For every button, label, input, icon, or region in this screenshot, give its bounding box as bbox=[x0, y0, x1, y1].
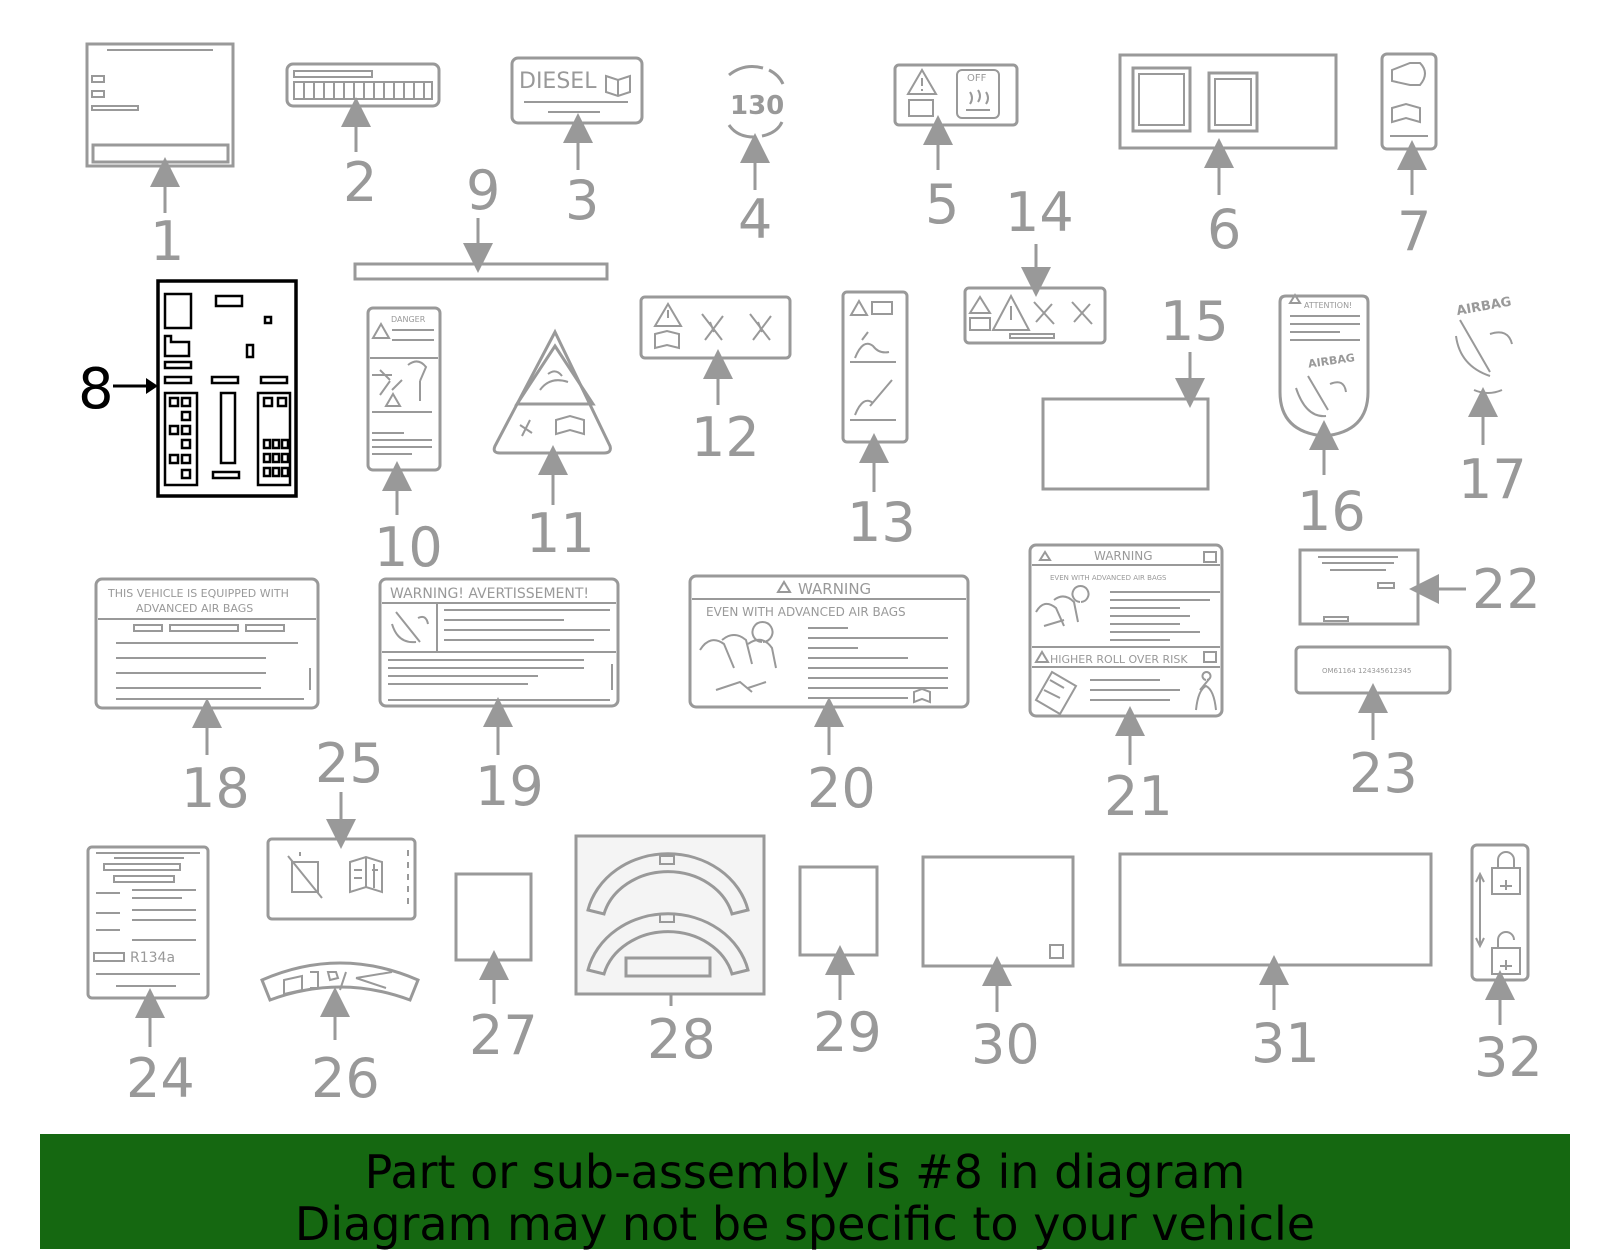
callout-10: 10 bbox=[374, 516, 443, 579]
label-2-illustration bbox=[285, 62, 441, 152]
off-text: OFF bbox=[967, 73, 987, 84]
callout-6: 6 bbox=[1207, 198, 1241, 261]
label-23-illustration: OM61164 124345612345 bbox=[1294, 645, 1452, 740]
callout-29: 29 bbox=[813, 1001, 882, 1064]
label-25-illustration bbox=[266, 792, 417, 921]
label-4-illustration: 130 bbox=[727, 65, 785, 190]
label-12-illustration bbox=[639, 295, 792, 405]
danger-text: DANGER bbox=[391, 315, 426, 324]
label-28-illustration bbox=[574, 834, 766, 1006]
label-13-illustration bbox=[841, 290, 909, 492]
callout-7: 7 bbox=[1397, 200, 1431, 263]
label-8-fuse-chart[interactable] bbox=[113, 279, 298, 498]
l20-title: WARNING bbox=[798, 580, 871, 598]
callout-21: 21 bbox=[1104, 765, 1173, 828]
callout-30: 30 bbox=[971, 1013, 1040, 1076]
label-26-illustration bbox=[260, 961, 420, 1040]
l19-title: WARNING! AVERTISSEMENT! bbox=[390, 586, 589, 602]
callout-15: 15 bbox=[1160, 290, 1229, 353]
callout-2: 2 bbox=[343, 151, 377, 214]
callout-20: 20 bbox=[807, 757, 876, 820]
label-21-illustration: WARNING EVEN WITH ADVANCED AIR BAGS HIGH… bbox=[1028, 543, 1224, 765]
label-14-illustration bbox=[963, 244, 1107, 345]
l21-sub: EVEN WITH ADVANCED AIR BAGS bbox=[1050, 574, 1167, 582]
label-6-illustration bbox=[1118, 53, 1338, 195]
label-18-illustration: THIS VEHICLE IS EQUIPPED WITH ADVANCED A… bbox=[94, 577, 320, 755]
callout-12: 12 bbox=[691, 406, 760, 469]
callout-17: 17 bbox=[1458, 448, 1527, 511]
callout-31: 31 bbox=[1251, 1012, 1320, 1075]
l21-title: WARNING bbox=[1094, 549, 1153, 563]
label-7-illustration bbox=[1380, 52, 1438, 195]
label-10-illustration: DANGER bbox=[366, 306, 442, 515]
callout-8-highlighted: 8 bbox=[78, 357, 114, 422]
label-9-illustration bbox=[353, 218, 609, 281]
label-19-illustration: WARNING! AVERTISSEMENT! bbox=[378, 577, 620, 755]
r134a-text: R134a bbox=[130, 950, 175, 966]
label-5-illustration: OFF bbox=[893, 63, 1019, 170]
callout-11: 11 bbox=[526, 502, 595, 565]
label-22-illustration bbox=[1298, 548, 1466, 626]
label-11-illustration bbox=[492, 328, 612, 505]
callout-4: 4 bbox=[738, 188, 772, 251]
callout-numbers: 1 2 3 4 5 6 7 8 9 10 11 12 13 14 15 16 1… bbox=[78, 151, 1543, 1110]
label-1-illustration bbox=[85, 42, 235, 213]
callout-27: 27 bbox=[469, 1004, 538, 1067]
info-banner: Part or sub-assembly is #8 in diagram Di… bbox=[40, 1134, 1570, 1251]
callout-25: 25 bbox=[315, 732, 384, 795]
diesel-text: DIESEL bbox=[519, 69, 597, 94]
label-24-illustration: R134a bbox=[86, 845, 210, 1047]
callout-19: 19 bbox=[475, 755, 544, 818]
callout-5: 5 bbox=[925, 173, 959, 236]
label-17-illustration: AIRBAG bbox=[1455, 295, 1513, 445]
airbag-text-16: AIRBAG bbox=[1307, 351, 1355, 370]
label-27-illustration bbox=[454, 872, 533, 1004]
callout-22: 22 bbox=[1472, 558, 1541, 621]
callout-32: 32 bbox=[1474, 1026, 1543, 1089]
callout-9: 9 bbox=[466, 159, 500, 222]
airbag-text-17: AIRBAG bbox=[1455, 295, 1512, 319]
label-15-illustration bbox=[1041, 352, 1210, 491]
callout-3: 3 bbox=[565, 169, 599, 232]
l20-sub: EVEN WITH ADVANCED AIR BAGS bbox=[706, 605, 906, 619]
speed-text: 130 bbox=[730, 91, 784, 121]
labels-diagram: DIESEL 130 OFF bbox=[78, 42, 1543, 1110]
label-32-illustration bbox=[1470, 843, 1530, 1025]
l18-line1: THIS VEHICLE IS EQUIPPED WITH bbox=[107, 587, 289, 600]
label-31-illustration bbox=[1118, 852, 1433, 1010]
attention-text: ATTENTION! bbox=[1304, 301, 1352, 310]
label-16-illustration: ATTENTION! AIRBAG bbox=[1278, 293, 1370, 475]
callout-18: 18 bbox=[181, 757, 250, 820]
callout-28: 28 bbox=[647, 1008, 716, 1071]
callout-1: 1 bbox=[150, 210, 184, 273]
banner-line-2: Diagram may not be specific to your vehi… bbox=[294, 1197, 1316, 1251]
label-30-illustration bbox=[921, 855, 1075, 1012]
l18-line2: ADVANCED AIR BAGS bbox=[136, 602, 253, 615]
callout-14: 14 bbox=[1005, 181, 1074, 244]
label-20-illustration: WARNING EVEN WITH ADVANCED AIR BAGS bbox=[688, 574, 970, 755]
banner-line-1: Part or sub-assembly is #8 in diagram bbox=[364, 1145, 1246, 1199]
callout-13: 13 bbox=[847, 491, 916, 554]
callout-26: 26 bbox=[311, 1047, 380, 1110]
label-29-illustration bbox=[798, 865, 879, 1000]
callout-24: 24 bbox=[126, 1047, 195, 1110]
l21-mid: HIGHER ROLL OVER RISK bbox=[1050, 653, 1188, 666]
label-3-illustration: DIESEL bbox=[510, 56, 644, 170]
l23-code: OM61164 124345612345 bbox=[1322, 667, 1412, 675]
callout-23: 23 bbox=[1349, 742, 1418, 805]
callout-16: 16 bbox=[1297, 480, 1366, 543]
